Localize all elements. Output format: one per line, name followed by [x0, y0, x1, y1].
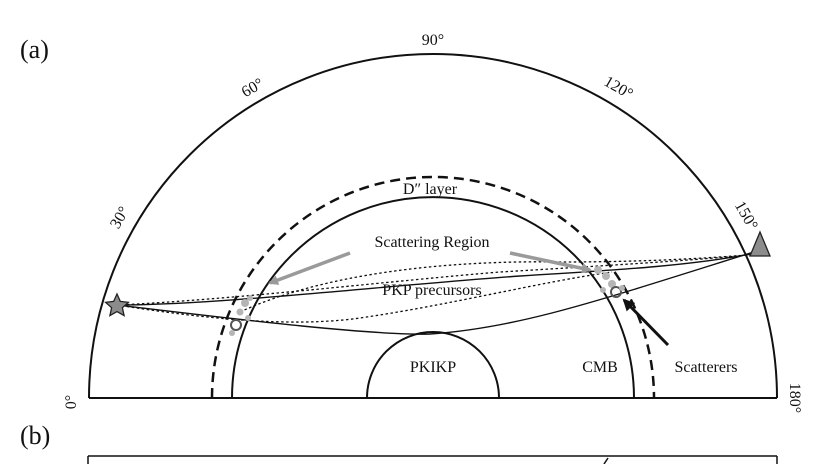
ray-path-solid-2 — [116, 251, 761, 306]
angle-label-120: 120° — [601, 73, 636, 103]
ray-path-dotted-1 — [116, 253, 761, 306]
source-star-icon — [104, 292, 130, 317]
ray-path-solid-1 — [116, 249, 761, 335]
d-layer-label: D″ layer — [403, 181, 458, 198]
panel-b-label: (b) — [20, 421, 50, 450]
scattering-region-arrow-left — [268, 251, 351, 285]
scattering-region-label: Scattering Region — [374, 234, 489, 251]
panel-a-label: (a) — [20, 35, 49, 64]
scattering-region-arrow-right — [509, 251, 592, 274]
angle-label-0: 0° — [63, 395, 80, 409]
inner-core-arc — [366, 331, 500, 399]
angle-label-180: 180° — [786, 383, 803, 413]
cmb-arc — [231, 196, 635, 399]
scatterer-cluster-left — [229, 295, 253, 336]
angle-label-60: 60° — [239, 75, 267, 101]
scatterers-arrow — [622, 298, 670, 347]
scatterers-label: Scatterers — [674, 359, 737, 376]
angle-label-30: 30° — [107, 204, 133, 232]
scatterer-cluster-right — [594, 266, 625, 298]
panel-b-fragment-mark — [603, 457, 609, 464]
earth-surface-arc — [88, 53, 778, 399]
angle-label-150: 150° — [731, 198, 761, 233]
ray-path-dotted-3 — [239, 253, 761, 313]
pkp-precursors-label: PKP precursors — [382, 282, 481, 299]
station-triangle-icon — [749, 230, 771, 257]
ray-path-dotted-2 — [116, 271, 613, 323]
pkikp-label: PKIKP — [410, 359, 456, 376]
cmb-label: CMB — [582, 359, 618, 376]
angle-label-90: 90° — [422, 32, 444, 49]
